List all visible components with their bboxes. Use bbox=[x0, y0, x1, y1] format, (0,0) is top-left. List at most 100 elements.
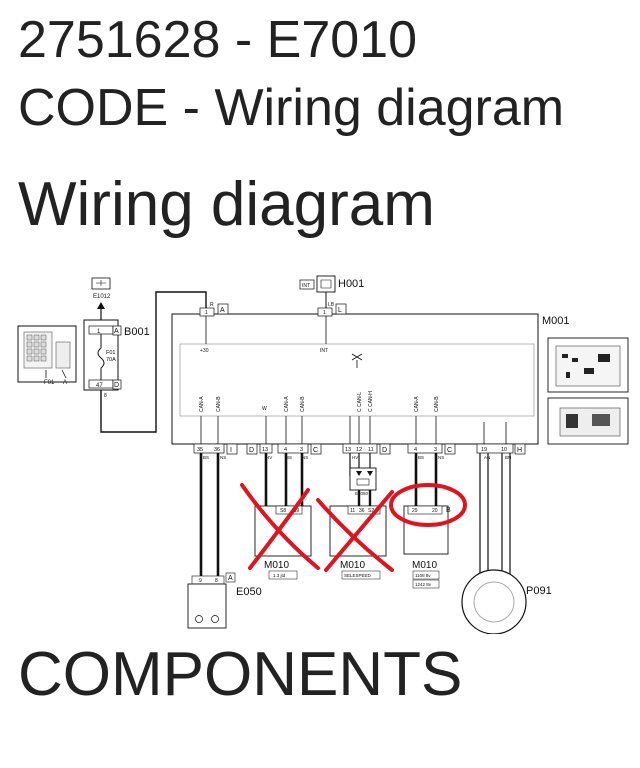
connector-d-3: D bbox=[382, 447, 387, 454]
m001-connector-l: L bbox=[338, 307, 342, 314]
b001-label: B001 bbox=[124, 326, 150, 338]
b001-pin-bottom: 47 bbox=[96, 383, 103, 389]
m010-mid-sub: SELESPEED bbox=[344, 573, 372, 578]
pin-12: 12 bbox=[356, 447, 362, 453]
section-heading-components: COMPONENTS bbox=[18, 640, 463, 709]
m001-location-thumbnail bbox=[547, 337, 629, 393]
e050-pin-9: 9 bbox=[199, 578, 202, 584]
h001-connector: INT H001 LB bbox=[299, 275, 364, 314]
wire-ns-1: NS bbox=[220, 455, 226, 460]
fuse-box-label-a: A bbox=[63, 380, 67, 386]
m010-mid-pin-s2: S2 bbox=[368, 508, 374, 514]
p091-sensor: P091 bbox=[461, 569, 552, 634]
wire-code-r: R bbox=[210, 302, 214, 308]
e1050-label: E1050 bbox=[355, 491, 369, 496]
m001-body-computer: M001 1 A 1 L +30 INT CAN-A CAN-B W CAN-A… bbox=[171, 303, 570, 455]
b001-connector-a: A bbox=[114, 328, 119, 335]
wire-hv-1: HV bbox=[266, 455, 272, 460]
e1012-connector: E1012 bbox=[91, 277, 111, 320]
m001-pin-1-top: 1 bbox=[323, 310, 326, 316]
red-cross-left bbox=[240, 483, 320, 570]
pin-3-b: 3 bbox=[434, 447, 437, 453]
fuse-f01-label: F01 bbox=[106, 350, 115, 356]
wire-bn: BN bbox=[505, 455, 511, 460]
e050-connector: 9 8 A E050 bbox=[187, 572, 262, 629]
wire-bs-3: BS bbox=[418, 455, 424, 460]
e1050-connector: E1050 bbox=[349, 467, 377, 512]
m001-connector-a: A bbox=[220, 307, 225, 314]
e050-pin-8: 8 bbox=[215, 578, 218, 584]
e050-label: E050 bbox=[236, 586, 262, 598]
h001-label: H001 bbox=[338, 278, 364, 290]
signal-label-can-a-3: CAN-A bbox=[414, 396, 420, 412]
m001-pin-1-left: 1 bbox=[205, 310, 208, 316]
wire-ns-2: NS bbox=[302, 455, 308, 460]
m010-left-label: M010 bbox=[264, 560, 289, 571]
wire-hv-2: HV bbox=[352, 455, 358, 460]
b001-connector-d: D bbox=[114, 382, 119, 389]
signal-label-can-h: C CAN-H bbox=[368, 391, 374, 412]
wire-bs-1: BS bbox=[203, 455, 209, 460]
wire-code-lb: LB bbox=[328, 302, 335, 308]
connector-c-1: C bbox=[313, 447, 318, 454]
connector-c-2: C bbox=[447, 447, 452, 454]
m010-right-pin-20: 20 bbox=[432, 508, 438, 514]
section-heading-wiring-diagram: Wiring diagram bbox=[18, 170, 435, 239]
b001-pin-top: 1 bbox=[97, 329, 101, 335]
b001-wire-8: 8 bbox=[104, 393, 107, 399]
wire-an: AN bbox=[484, 455, 490, 460]
pin-13-b: 13 bbox=[345, 447, 351, 453]
wire-ns-3: NS bbox=[438, 455, 444, 460]
m010-left-pin-s9: S9 bbox=[293, 508, 299, 514]
m010-right-label: M010 bbox=[412, 560, 437, 571]
pin-13-a: 13 bbox=[262, 447, 268, 453]
signal-label-w: W bbox=[262, 406, 267, 412]
signal-label-can-b-3: CAN-B bbox=[434, 396, 440, 412]
connector-h: H bbox=[517, 447, 522, 454]
m010-ecu-left: S8 S9 M010 1.3 jtd bbox=[254, 505, 312, 580]
pin-19: 19 bbox=[481, 447, 487, 453]
pin-3-a: 3 bbox=[300, 447, 303, 453]
m001-label: M001 bbox=[542, 315, 570, 327]
signal-label-can-b-1: CAN-B bbox=[216, 396, 222, 412]
red-circle-annotation bbox=[389, 483, 467, 527]
signal-label-can-a-1: CAN-A bbox=[199, 396, 205, 412]
m010-ecu-right: 29 20 B M010 1108 8v 1242 8v bbox=[403, 505, 451, 589]
connector-d: D bbox=[249, 447, 254, 454]
wire-bs-2: BS bbox=[286, 455, 292, 460]
m010-right-sub-2: 1242 8v bbox=[415, 582, 432, 587]
signal-label-can-a-2: CAN-A bbox=[284, 396, 290, 412]
m010-right-connector-b: B bbox=[446, 507, 451, 514]
m010-mid-pin-36: 36 bbox=[359, 508, 365, 514]
pin-11: 11 bbox=[368, 447, 374, 453]
pin-36: 36 bbox=[214, 447, 220, 453]
m010-mid-label: M010 bbox=[340, 560, 365, 571]
pin-10: 10 bbox=[501, 447, 507, 453]
connector-i: I bbox=[230, 447, 232, 454]
signal-label-can-b-2: CAN-B bbox=[300, 396, 306, 412]
m010-right-sub-1: 1108 8v bbox=[415, 573, 431, 578]
page-title-line-1: 2751628 - E7010 bbox=[18, 11, 418, 69]
h001-int-label: INT bbox=[302, 283, 310, 289]
m001-plus30-label: +30 bbox=[200, 348, 209, 354]
signal-label-can-l: C CAN-L bbox=[357, 392, 363, 412]
m001-int-label: INT bbox=[320, 348, 328, 354]
p091-label: P091 bbox=[526, 585, 552, 597]
pin-35: 35 bbox=[197, 447, 203, 453]
red-cross-middle bbox=[316, 490, 394, 572]
m010-left-sub: 1.3 jtd bbox=[273, 573, 286, 578]
m001-connector-thumbnail bbox=[547, 397, 629, 445]
pin-4-a: 4 bbox=[284, 447, 287, 453]
wiring-diagram: F01 A E1012 1 A F01 70A 47 D B001 8 R IN… bbox=[17, 275, 629, 634]
fuse-box-label-f01: F01 bbox=[44, 380, 55, 386]
m010-left-pin-s8: S8 bbox=[280, 508, 286, 514]
fuse-box-thumbnail: F01 A bbox=[17, 325, 77, 386]
page-title-line-2: CODE - Wiring diagram bbox=[18, 79, 565, 137]
fuse-f01-rating: 70A bbox=[106, 357, 116, 363]
e050-connector-a: A bbox=[228, 575, 233, 582]
b001-fuse-block: 1 A F01 70A 47 D B001 8 bbox=[83, 319, 150, 399]
e1012-label: E1012 bbox=[93, 294, 111, 300]
m010-right-pin-29: 29 bbox=[412, 508, 418, 514]
pin-4-b: 4 bbox=[414, 447, 417, 453]
m010-mid-pin-11: 11 bbox=[350, 508, 355, 514]
